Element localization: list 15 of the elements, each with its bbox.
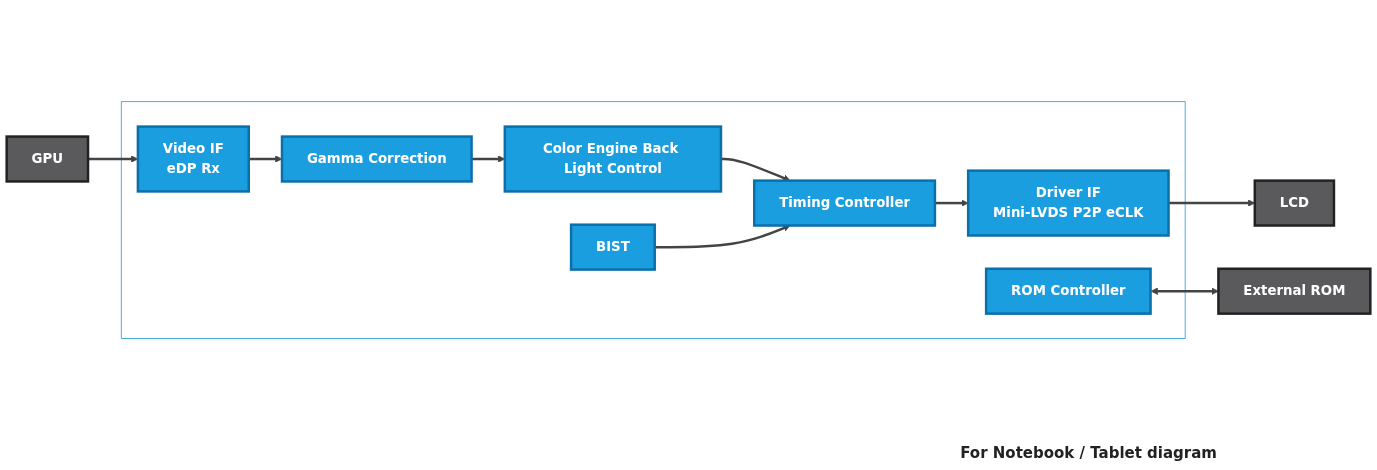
node-box: Timing Controller	[753, 179, 937, 227]
arrow	[1150, 287, 1219, 295]
node-box: ROM Controller	[984, 267, 1152, 315]
node-box: Gamma Correction	[280, 135, 473, 183]
node-box: LCD	[1253, 179, 1336, 227]
node-box: External ROM	[1217, 267, 1372, 315]
node-box: Video IF eDP Rx	[136, 125, 250, 193]
node-box: Color Engine Back Light Control	[503, 125, 723, 193]
cluster	[120, 101, 1186, 339]
arrow	[248, 155, 283, 163]
node-box: Driver IF Mini-LVDS P2P eCLK	[966, 169, 1170, 237]
caption: For Notebook / Tablet diagram	[960, 444, 1217, 462]
arrow	[934, 199, 969, 207]
node-box: GPU	[5, 135, 90, 183]
node-box: BIST	[569, 223, 656, 271]
